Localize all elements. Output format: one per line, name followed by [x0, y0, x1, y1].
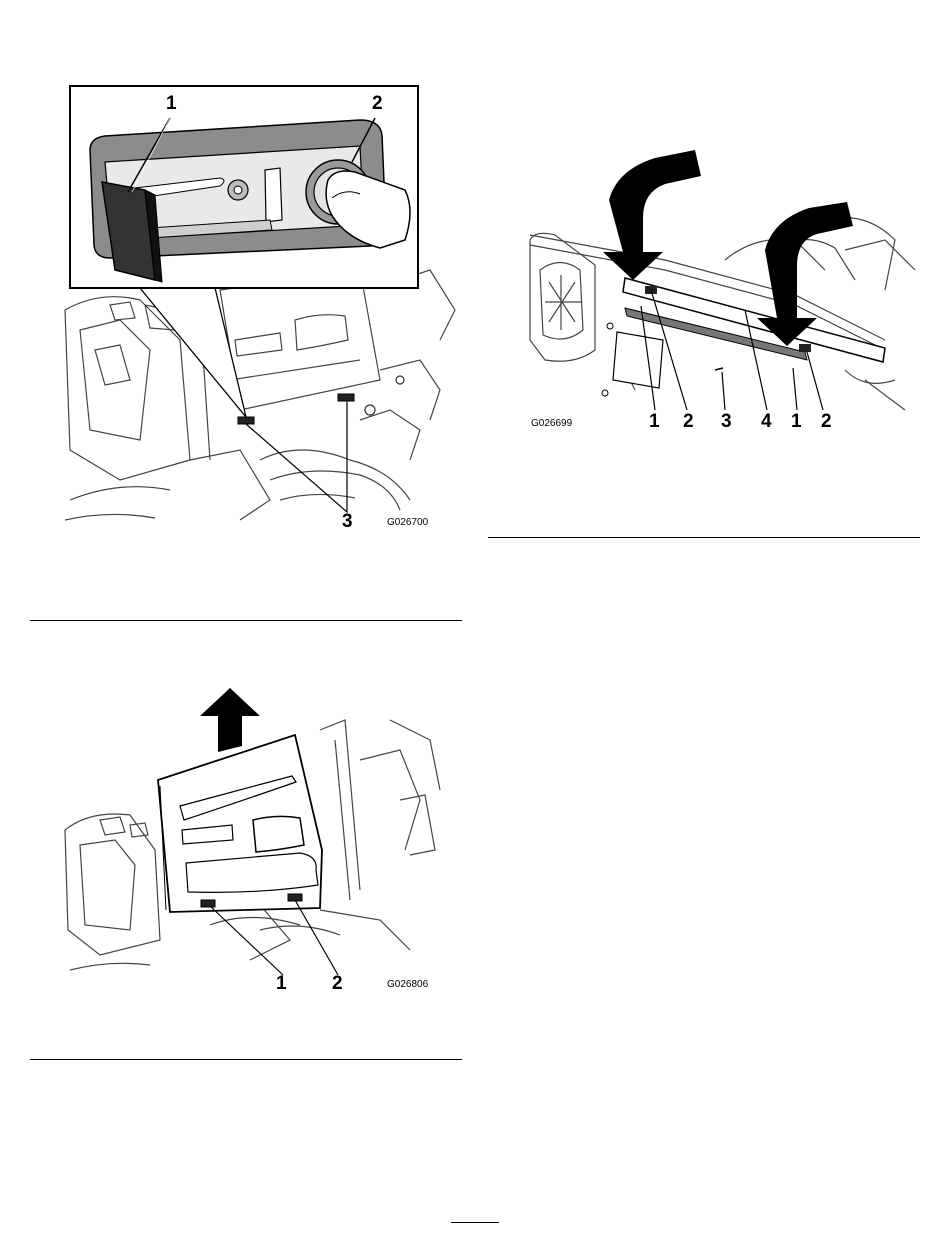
panel-bottom-edge-illustration	[525, 140, 920, 440]
callout-2: 2	[332, 974, 343, 993]
figure-g026700: 1 2 3 G026700	[60, 80, 470, 540]
figure-divider-3	[488, 537, 920, 538]
callout-2: 2	[683, 412, 694, 431]
figure-divider-2	[30, 1059, 462, 1060]
callout-1-right: 1	[791, 412, 802, 431]
callout-1: 1	[166, 94, 177, 113]
figure-id: G026699	[531, 419, 572, 429]
figure-g026806: 1 2 G026806	[60, 680, 470, 1000]
panel-removal-illustration	[60, 680, 470, 1000]
callout-1: 1	[276, 974, 287, 993]
callout-3: 3	[721, 412, 732, 431]
figure-id: G026806	[387, 980, 428, 990]
callout-2: 2	[372, 94, 383, 113]
callout-1: 1	[649, 412, 660, 431]
figure-g026699: G026699 1 2 3 4 1 2	[525, 140, 920, 440]
callout-4: 4	[761, 412, 772, 431]
callout-2-right: 2	[821, 412, 832, 431]
page-number-rule	[451, 1222, 499, 1223]
callout-3: 3	[342, 512, 353, 531]
latch-illustration	[60, 80, 470, 540]
figure-id: G026700	[387, 518, 428, 528]
figure-divider-1	[30, 620, 462, 621]
